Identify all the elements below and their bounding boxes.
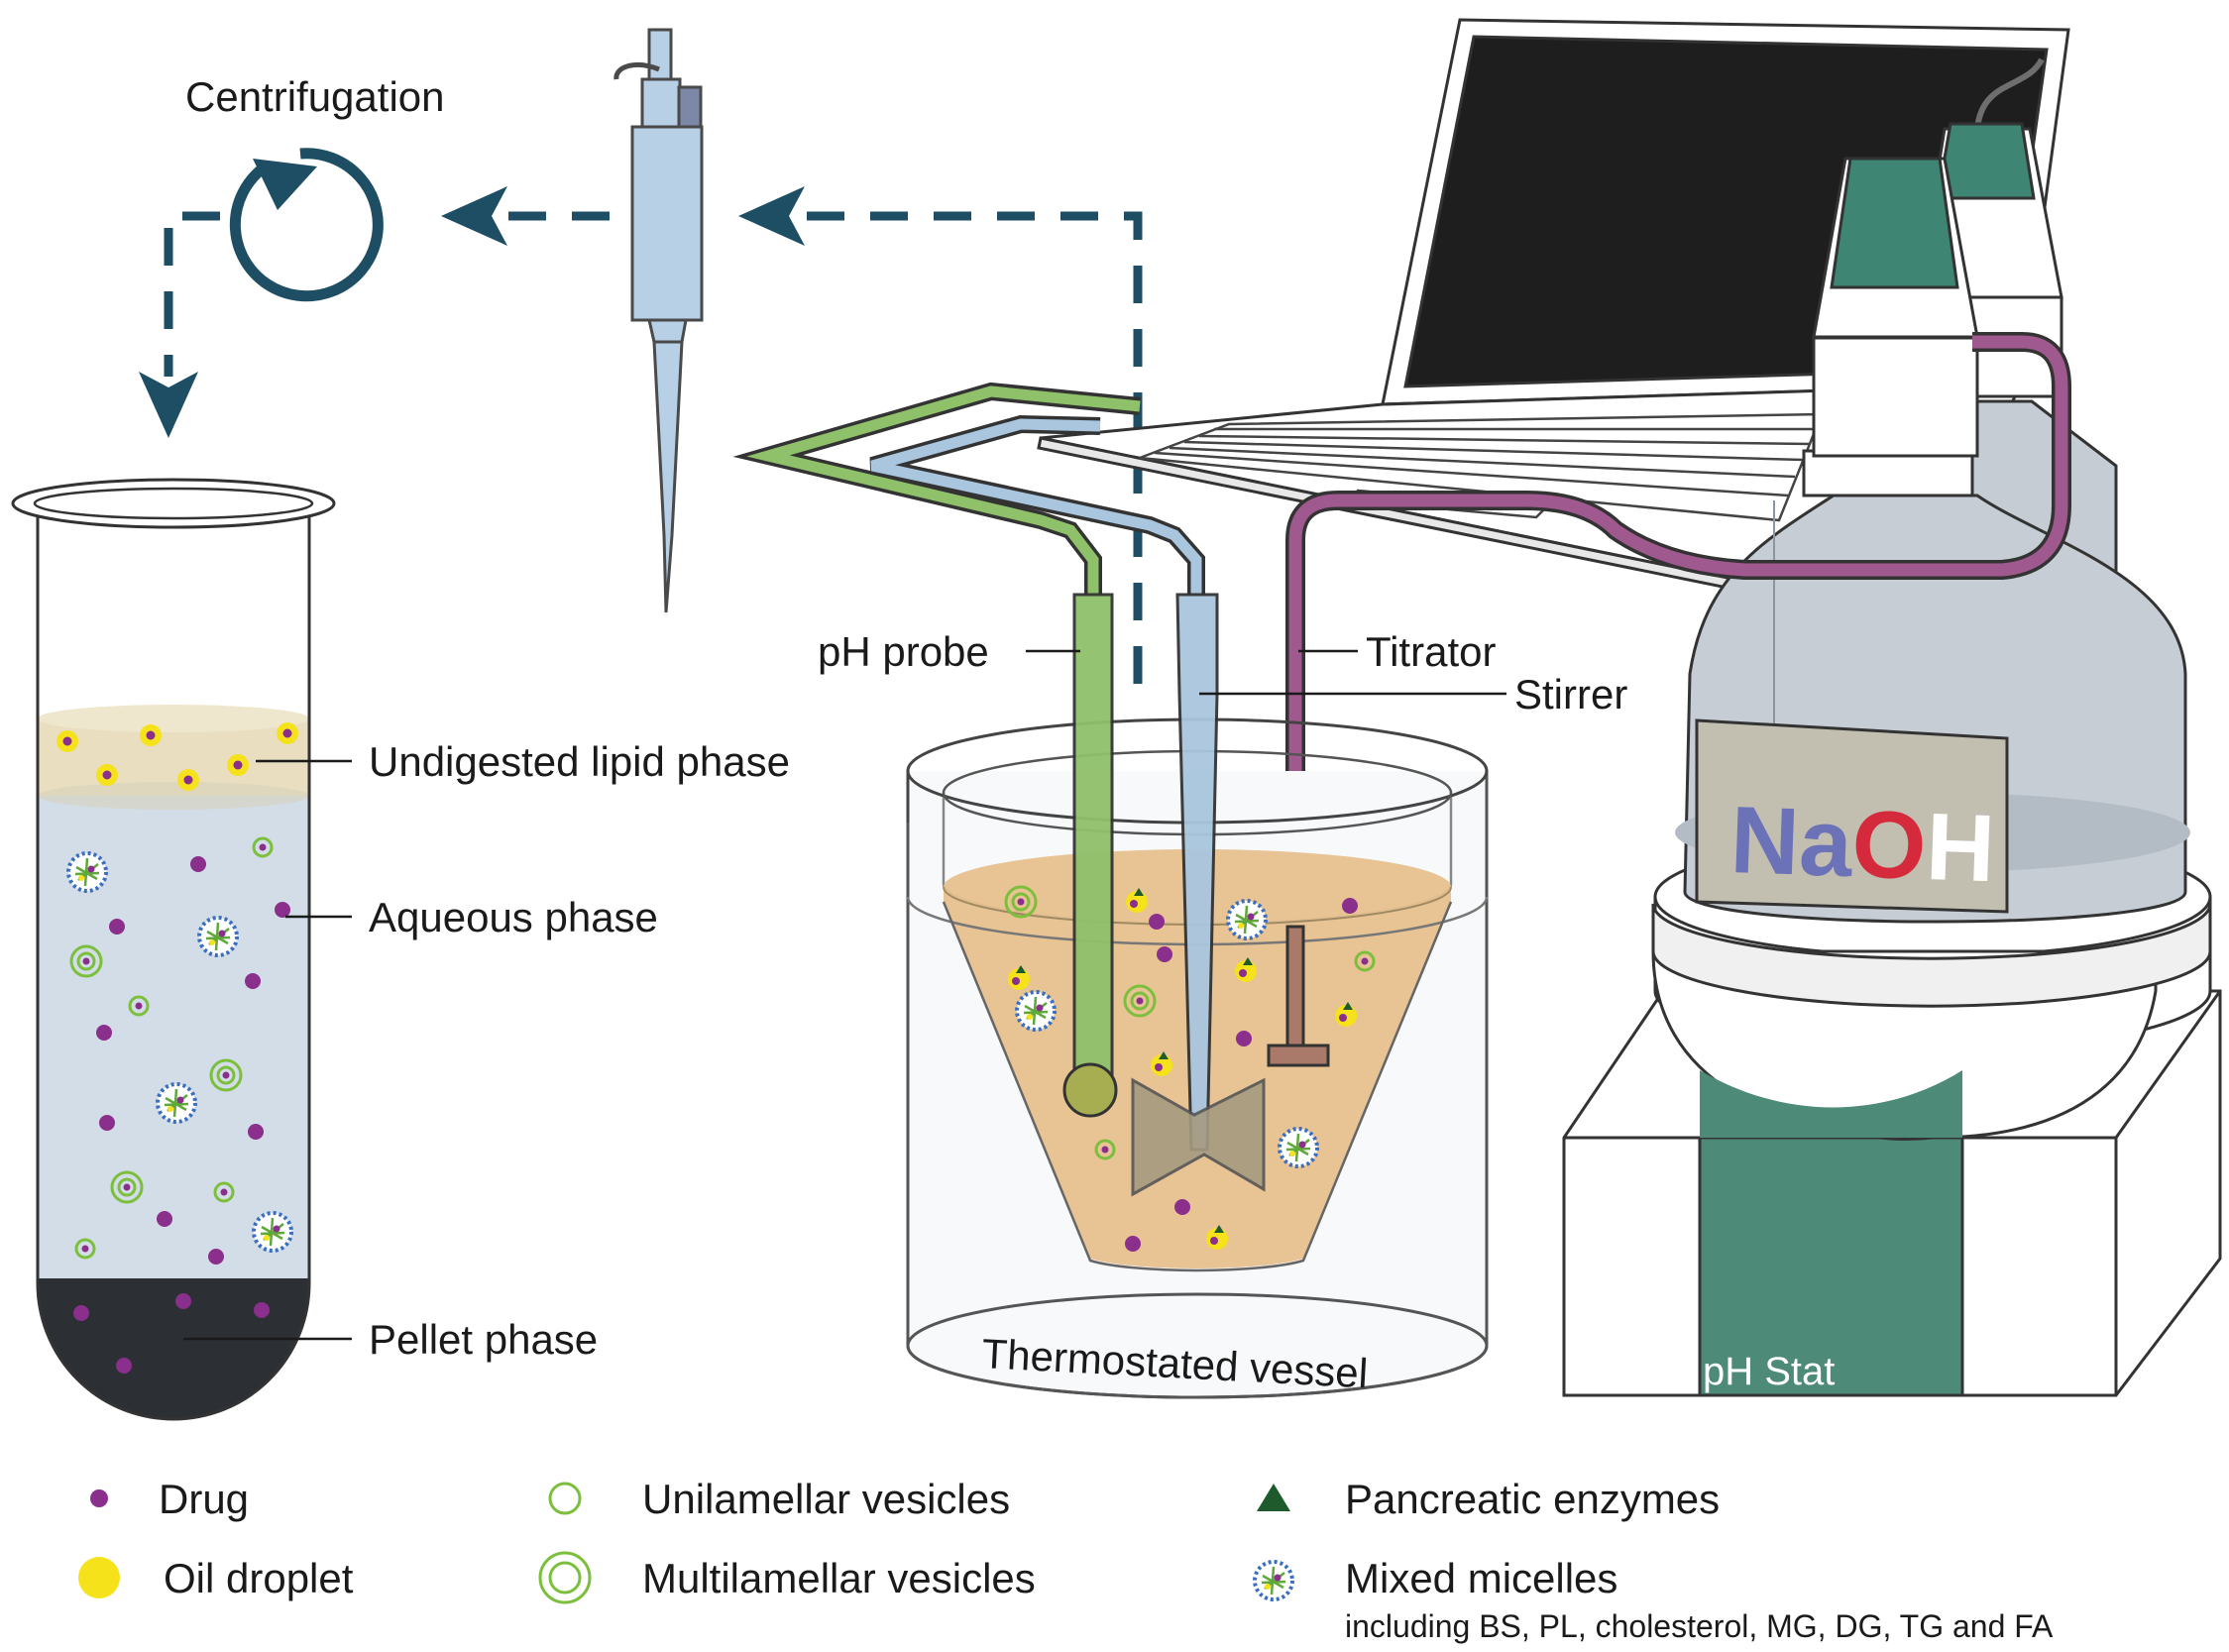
- legend-enzymes-label: Pancreatic enzymes: [1345, 1476, 1720, 1522]
- legend-micelles-label: Mixed micelles: [1345, 1555, 1617, 1601]
- legend-multilamellar-label: Multilamellar vesicles: [642, 1555, 1036, 1601]
- naoh-na: Na: [1728, 787, 1854, 897]
- test-tube-icon: [11, 478, 336, 1421]
- legend-multilamellar-marker: [538, 1551, 592, 1604]
- arrow-centrifuge-to-tube: [164, 211, 220, 377]
- legend-oil-droplet-marker: [78, 1557, 120, 1598]
- stirrer-label: Stirrer: [1514, 671, 1627, 717]
- legend-drug-label: Drug: [159, 1476, 249, 1522]
- ph-probe-label: pH probe: [818, 628, 989, 675]
- undigested-lipid-phase-label: Undigested lipid phase: [369, 738, 790, 785]
- legend-enzyme-marker: [1257, 1484, 1290, 1511]
- aqueous-phase-label: Aqueous phase: [369, 894, 658, 940]
- legend-drug-marker: [90, 1489, 108, 1507]
- legend-micelle-marker: [1253, 1560, 1294, 1601]
- naoh-h: H: [1925, 794, 1997, 902]
- pellet-phase: [38, 1278, 309, 1419]
- legend-micelles-detail: including BS, PL, cholesterol, MG, DG, T…: [1345, 1608, 2054, 1644]
- centrifugation-label: Centrifugation: [185, 73, 445, 120]
- tubing: [732, 332, 2071, 927]
- pipette-icon: [613, 28, 704, 613]
- ph-stat-label: pH Stat: [1703, 1350, 1835, 1393]
- legend-oil-droplet-label: Oil droplet: [164, 1555, 354, 1601]
- legend-unilamellar-marker: [548, 1482, 582, 1515]
- arrowhead-to-centrifuge: [441, 186, 507, 246]
- aqueous-phase: [38, 793, 309, 1278]
- naoh-label: NaOH: [1728, 787, 1996, 902]
- centrifugation-cycle-icon: [229, 148, 384, 302]
- naoh-o: O: [1850, 791, 1928, 900]
- pellet-phase-label: Pellet phase: [369, 1316, 598, 1363]
- arrowhead-to-pipette: [738, 186, 805, 246]
- legend-unilamellar-label: Unilamellar vesicles: [642, 1476, 1010, 1522]
- ph-stat-unit: [1562, 122, 2222, 1397]
- titrator-label: Titrator: [1366, 628, 1496, 675]
- beaker-icon: [906, 593, 1489, 1399]
- legend: Drug Oil droplet Unilamellar vesicles Mu…: [78, 1476, 2054, 1644]
- stirrer-blades: [1131, 1077, 1266, 1197]
- naoh-label-panel: [1695, 718, 2009, 914]
- arrowhead-to-tube: [139, 372, 198, 438]
